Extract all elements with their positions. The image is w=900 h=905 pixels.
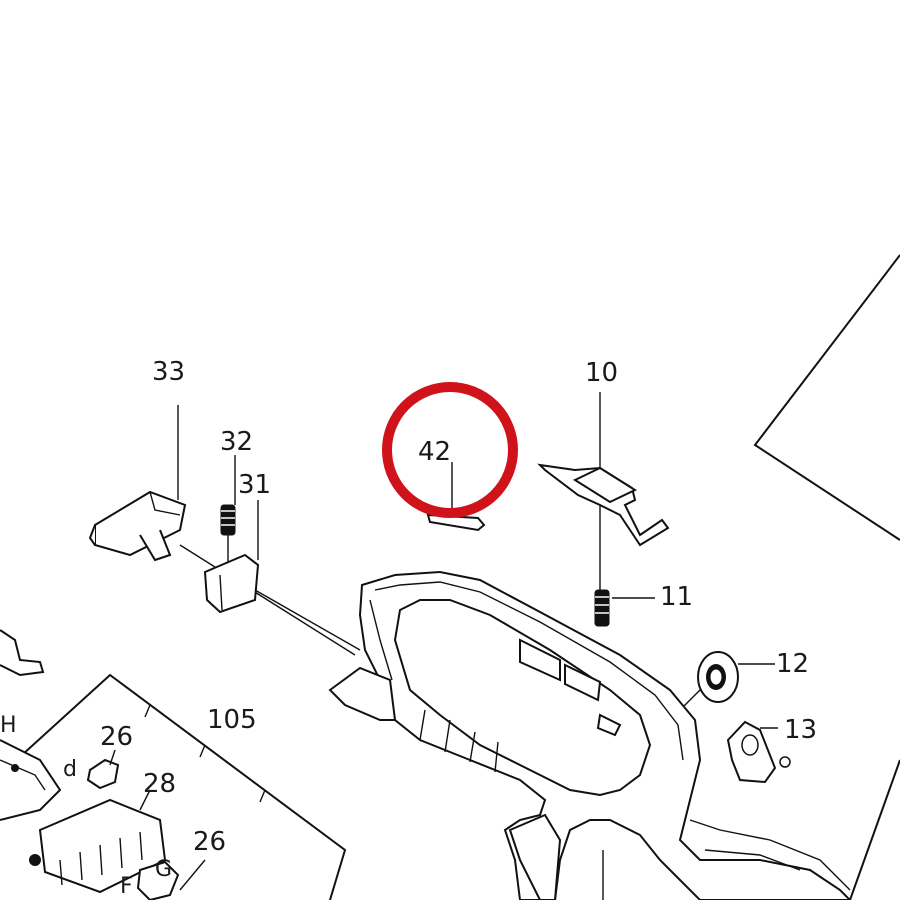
callout-28: 28 [143,769,176,799]
callout-11: 11 [660,582,693,612]
part-12-ring [649,651,775,741]
part-28-terminal-block [29,789,167,894]
part-10-bracket [537,392,670,590]
callout-labels: 33 32 31 42 10 11 12 13 105 26 28 26 H d… [0,357,817,899]
callout-26-upper: 26 [100,722,133,752]
highlight-circle [382,382,518,518]
callout-d: d [63,757,77,782]
callout-H: H [0,713,17,738]
subassembly-frame-105 [0,673,347,901]
callout-105: 105 [207,705,257,735]
part-26-clip-lower [136,859,206,902]
callout-31: 31 [238,470,271,500]
sheet-outline-right [753,254,900,901]
callout-33: 33 [152,357,185,387]
part-11-spring [594,589,655,627]
left-partial-part [0,629,62,821]
callout-12: 12 [776,649,809,679]
part-31-block [203,500,361,651]
callout-42: 42 [418,437,451,467]
callout-10: 10 [585,358,618,388]
callout-32: 32 [220,427,253,457]
callout-G: G [155,857,172,882]
part-33-latch-block [88,405,356,656]
part-42-pin [426,462,486,532]
part-13-clip [726,720,791,784]
callout-26-lower: 26 [193,827,226,857]
part-32-spring [220,455,236,570]
part-26-clip-upper [86,749,120,790]
callout-13: 13 [784,715,817,745]
callout-F: F [120,874,133,899]
main-housing [328,570,853,901]
